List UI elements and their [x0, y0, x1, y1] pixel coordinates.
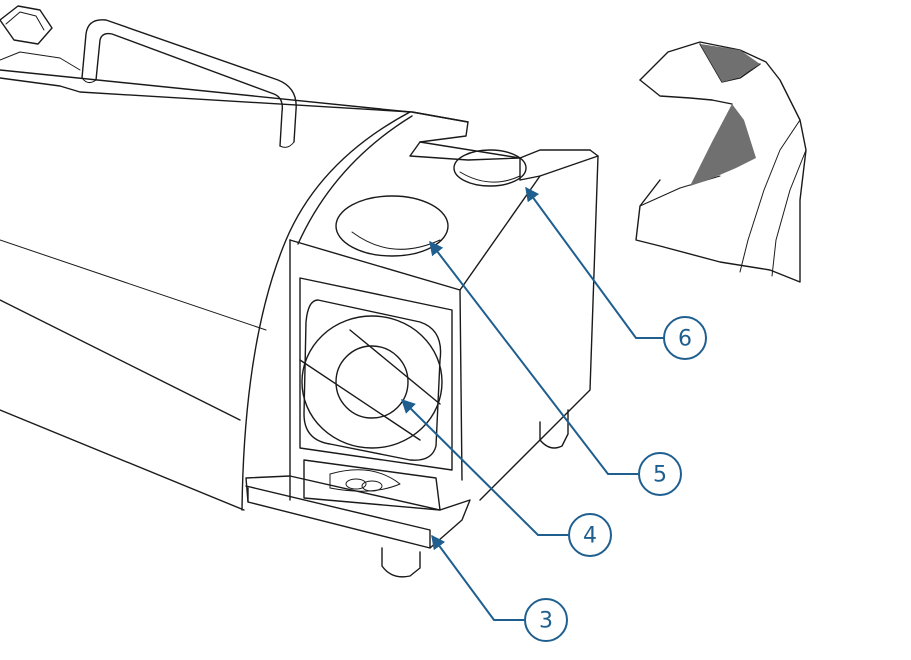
drill-bit-illustration — [635, 41, 807, 283]
callout-3: 3 — [431, 534, 568, 642]
grinding-wheel — [299, 299, 443, 461]
drill-cutting-face-lower — [690, 104, 756, 186]
callout-5: 5 — [429, 240, 682, 496]
drill-cutting-face-upper — [700, 44, 760, 82]
callout-label-4: 4 — [583, 524, 597, 549]
callout-label-6: 6 — [678, 327, 692, 352]
foot-front — [381, 547, 421, 578]
callout-label-3: 3 — [539, 609, 553, 634]
carry-handle — [81, 19, 297, 148]
grinding-head — [245, 111, 599, 578]
power-switch — [0, 5, 81, 71]
base-plate — [245, 475, 471, 549]
foot-rear — [539, 409, 569, 449]
callout-6: 6 — [525, 186, 707, 360]
port-5 — [335, 195, 449, 257]
port-6 — [453, 149, 527, 187]
machine-body — [0, 5, 599, 578]
callout-4: 4 — [401, 399, 612, 557]
callout-label-5: 5 — [653, 463, 667, 488]
